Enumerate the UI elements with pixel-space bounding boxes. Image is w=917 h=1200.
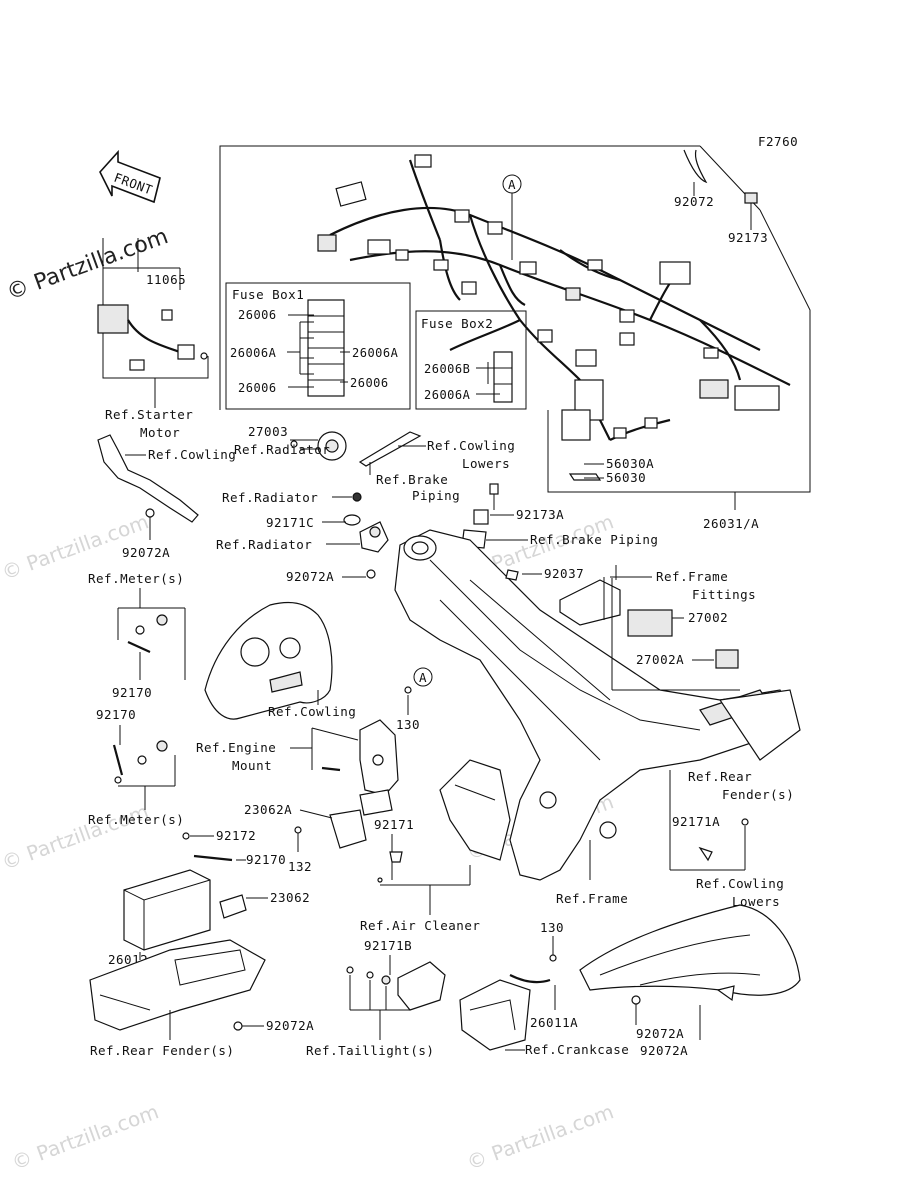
svg-text:92170: 92170 [246, 852, 286, 867]
fuse-box-1-code: 26006 [238, 308, 277, 322]
svg-text:92072A: 92072A [266, 1018, 314, 1033]
svg-text:Mount: Mount [232, 758, 272, 773]
meter-group-top: Ref.Meter(s) 92170 92170 Ref.Meter(s) [88, 571, 186, 827]
svg-text:Ref.Radiator: Ref.Radiator [222, 490, 318, 505]
svg-text:Ref.Crankcase: Ref.Crankcase [525, 1042, 629, 1057]
svg-text:Ref.Air Cleaner: Ref.Air Cleaner [360, 918, 480, 933]
svg-text:130: 130 [540, 920, 564, 935]
watermark: © Partzilla.com [0, 799, 152, 874]
svg-text:92170: 92170 [112, 685, 152, 700]
svg-text:Ref.Taillight(s): Ref.Taillight(s) [306, 1043, 434, 1058]
svg-text:92072A: 92072A [640, 1043, 688, 1058]
svg-text:92072A: 92072A [636, 1026, 684, 1041]
svg-text:A: A [419, 670, 427, 685]
svg-text:Ref.Frame: Ref.Frame [556, 891, 628, 906]
fuse-box-2-title: Fuse Box2 [421, 316, 493, 331]
svg-text:Ref.Radiator: Ref.Radiator [234, 442, 330, 457]
starter-relay-group: 11065 Ref.Starter Motor [97, 238, 209, 440]
svg-text:26011A: 26011A [530, 1015, 578, 1030]
fuse-box-1-code: 26006A [352, 346, 399, 360]
svg-text:56030A: 56030A [606, 456, 654, 471]
svg-text:92171: 92171 [374, 817, 414, 832]
svg-text:92037: 92037 [544, 566, 584, 581]
svg-text:130: 130 [396, 717, 420, 732]
fuse-box-2-code: 26006B [424, 362, 470, 376]
figure-code: F2760 [758, 134, 798, 149]
svg-text:27002A: 27002A [636, 652, 684, 667]
fuse-box-1-code: 26006 [350, 376, 389, 390]
part-92072-clamp: 92072 [674, 149, 714, 209]
svg-text:Ref.Frame: Ref.Frame [656, 569, 728, 584]
svg-text:Ref.Brake: Ref.Brake [376, 472, 448, 487]
watermark-main: © Partzilla.com [4, 224, 172, 306]
fuse-box-1: Fuse Box1 26006 26006A 26006A 26006 2600… [225, 282, 411, 410]
svg-text:Lowers: Lowers [462, 456, 510, 471]
watermark: © Partzilla.com [464, 1099, 617, 1174]
svg-text:92171A: 92171A [672, 814, 720, 829]
svg-text:Ref.Cowling: Ref.Cowling [427, 438, 515, 453]
svg-text:Ref.Brake Piping: Ref.Brake Piping [530, 532, 658, 547]
part-92173: 92173 [728, 192, 768, 245]
rear-section: Ref.Rear Fender(s) 92171A [669, 689, 801, 871]
svg-text:A: A [508, 177, 516, 192]
svg-text:Ref.Cowling: Ref.Cowling [268, 704, 356, 719]
air-cleaner-group: 92171 Ref.Air Cleaner [360, 759, 511, 933]
crankcase-group: 130 26011A Ref.Crankcase [459, 920, 629, 1057]
svg-text:27003: 27003 [248, 424, 288, 439]
callout-a: A [502, 174, 522, 260]
svg-text:92173: 92173 [728, 230, 768, 245]
svg-text:Ref.Rear Fender(s): Ref.Rear Fender(s) [90, 1043, 234, 1058]
wiring-harness [317, 154, 791, 441]
watermark: © Partzilla.com [9, 1099, 162, 1174]
svg-text:26031/A: 26031/A [703, 516, 759, 531]
frame-fittings-group: Ref.Frame Fittings 27002 27002A [559, 565, 756, 691]
svg-text:56030: 56030 [606, 470, 646, 485]
svg-text:92072A: 92072A [286, 569, 334, 584]
svg-text:Ref.Rear: Ref.Rear [688, 769, 752, 784]
svg-text:132: 132 [288, 859, 312, 874]
svg-text:92072: 92072 [674, 194, 714, 209]
svg-text:Ref.Cowling: Ref.Cowling [148, 447, 236, 462]
meter-cowling: Ref.Cowling [204, 601, 356, 720]
svg-text:23062A: 23062A [244, 802, 292, 817]
svg-text:Motor: Motor [140, 425, 180, 440]
fuse-box-1-code: 26006A [230, 346, 277, 360]
svg-text:92172: 92172 [216, 828, 256, 843]
svg-text:Ref.Cowling: Ref.Cowling [696, 876, 784, 891]
svg-text:Fender(s): Fender(s) [722, 787, 794, 802]
svg-text:Ref.Meter(s): Ref.Meter(s) [88, 812, 184, 827]
cowling-lowers: Ref.Cowling Lowers 92072A 92072A [579, 876, 801, 1058]
fuse-box-2: Fuse Box2 26006B 26006A [415, 310, 527, 410]
bracket-23062a: 23062A 132 [244, 789, 393, 874]
front-arrow-icon: FRONT [99, 149, 161, 204]
svg-text:23062: 23062 [270, 890, 310, 905]
svg-text:92171B: 92171B [364, 938, 412, 953]
harness-labels: 56030A 56030 26031/A [568, 456, 759, 531]
fuse-box-2-code: 26006A [424, 388, 471, 402]
svg-text:Ref.Starter: Ref.Starter [105, 407, 193, 422]
svg-text:92170: 92170 [96, 707, 136, 722]
horn-27003: 27003 Ref.Radiator Ref.Cowling Lowers Re… [222, 424, 515, 505]
left-bracket: 92072A Ref.Cowling [97, 434, 236, 560]
svg-text:92171C: 92171C [266, 515, 314, 530]
svg-text:Ref.Radiator: Ref.Radiator [216, 537, 312, 552]
fuse-box-1-title: Fuse Box1 [232, 287, 304, 302]
taillight-group: 92171B Ref.Taillight(s) [306, 938, 446, 1058]
svg-text:Ref.Meter(s): Ref.Meter(s) [88, 571, 184, 586]
svg-text:92173A: 92173A [516, 507, 564, 522]
svg-text:Fittings: Fittings [692, 587, 756, 602]
svg-text:92072A: 92072A [122, 545, 170, 560]
svg-text:11065: 11065 [146, 272, 186, 287]
battery-tray: 92072A Ref.Rear Fender(s) [89, 939, 314, 1058]
battery-hardware: 92172 92170 23062 [182, 828, 310, 919]
fuse-box-1-code: 26006 [238, 381, 277, 395]
svg-text:27002: 27002 [688, 610, 728, 625]
svg-text:Ref.Engine: Ref.Engine [196, 740, 276, 755]
engine-mount-bracket: Ref.Engine Mount 130 A [196, 667, 433, 796]
svg-text:Piping: Piping [412, 488, 460, 503]
